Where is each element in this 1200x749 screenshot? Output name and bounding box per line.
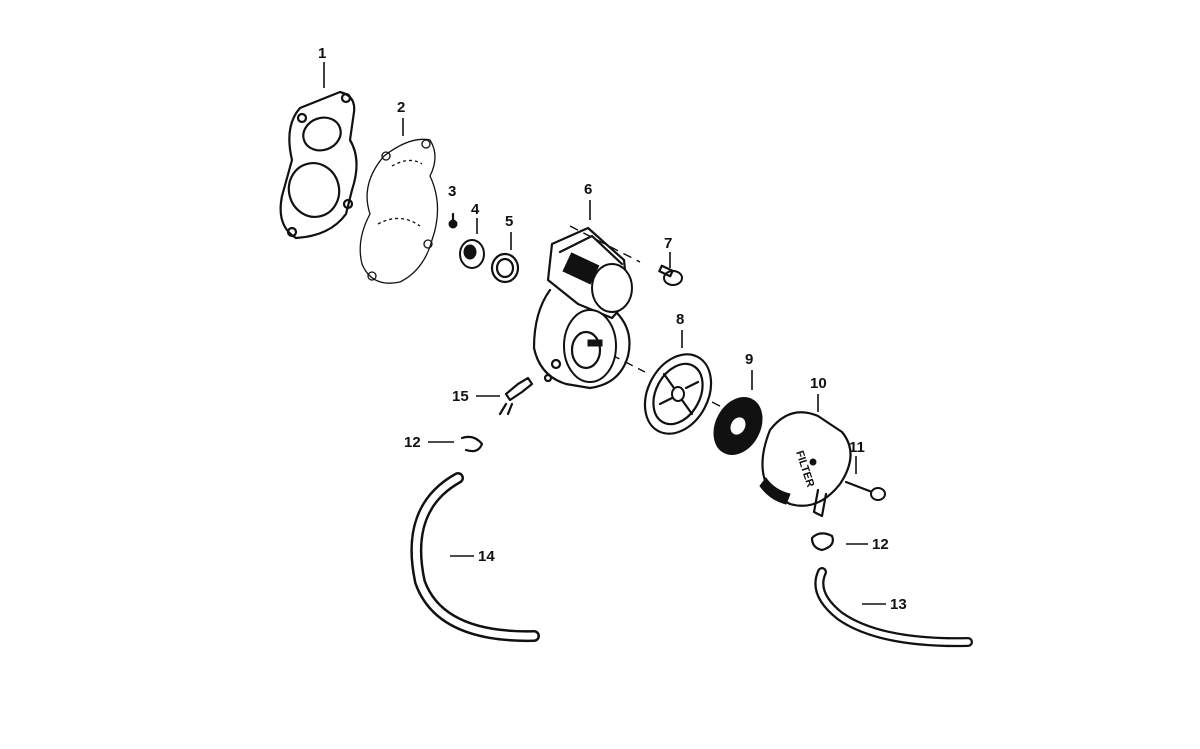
valve — [459, 239, 485, 269]
callout-3: 3 — [448, 183, 456, 200]
callout-13: 13 — [890, 596, 907, 613]
filter-bowl: FILTER — [759, 411, 852, 518]
bowl-screw — [844, 480, 886, 501]
filter-text: FILTER — [793, 449, 816, 489]
gasket — [279, 90, 358, 240]
callout-10: 10 — [810, 375, 827, 392]
callout-12-upper: 12 — [404, 434, 421, 451]
seal-ring — [490, 252, 520, 284]
callout-12-lower: 12 — [872, 536, 889, 553]
filter-gasket — [713, 397, 763, 455]
callout-1: 1 — [318, 45, 326, 62]
callout-5: 5 — [505, 213, 513, 230]
screw-small — [448, 212, 458, 229]
fuel-line-short — [814, 567, 973, 648]
filter-screen — [643, 353, 713, 435]
callout-15: 15 — [452, 388, 469, 405]
callout-14: 14 — [478, 548, 495, 565]
callout-8: 8 — [676, 311, 684, 328]
screw — [658, 264, 683, 286]
pump-body — [532, 226, 633, 390]
callout-6: 6 — [584, 181, 592, 198]
fuel-line — [410, 472, 540, 643]
callout-9: 9 — [745, 351, 753, 368]
diaphragm — [359, 138, 439, 284]
hose-clip — [460, 435, 484, 453]
callout-11: 11 — [849, 439, 865, 456]
fitting — [498, 376, 534, 416]
callout-2: 2 — [397, 99, 405, 116]
callout-7: 7 — [664, 235, 672, 252]
hose-clip-lower — [810, 532, 834, 552]
callout-4: 4 — [471, 201, 480, 218]
